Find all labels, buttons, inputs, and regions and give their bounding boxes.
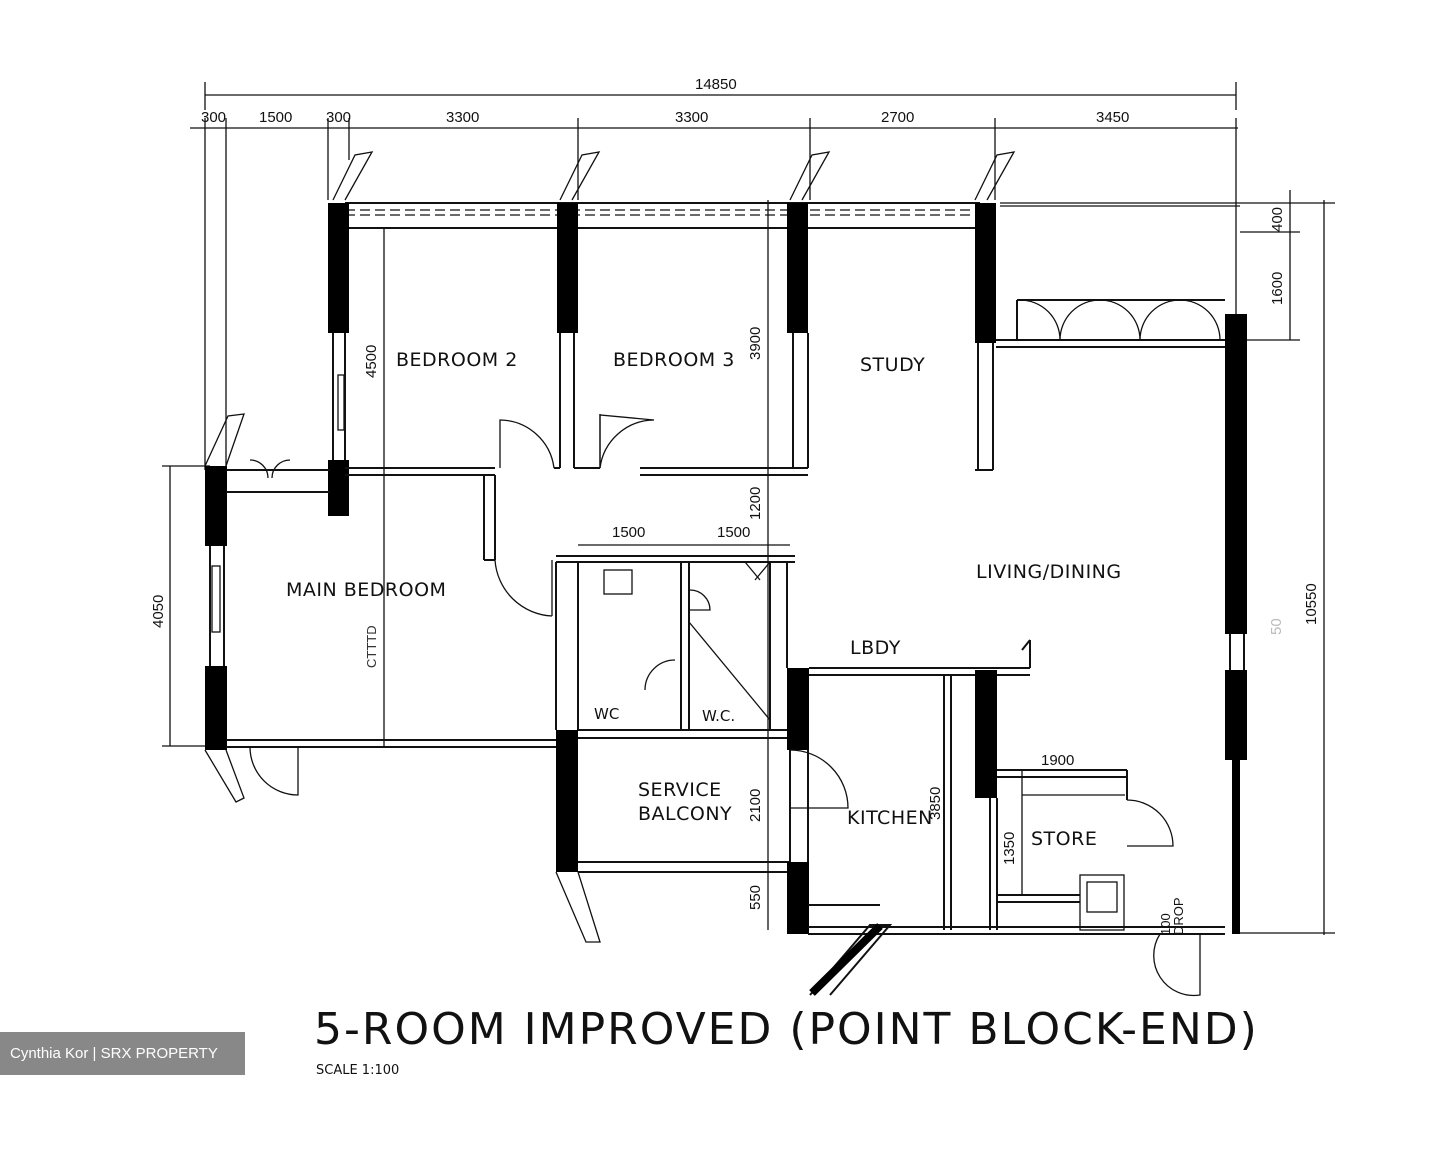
room-service-balcony-line1: SERVICE bbox=[638, 779, 722, 801]
room-lobby: LBDY bbox=[850, 637, 901, 659]
room-service-balcony-line2: BALCONY bbox=[638, 803, 732, 825]
plan-title: 5-ROOM IMPROVED (POINT BLOCK-END) bbox=[314, 1004, 1259, 1055]
right-dimension-lines bbox=[1000, 190, 1335, 935]
doors bbox=[249, 299, 1221, 997]
interior-dimension-lines bbox=[383, 200, 1125, 930]
room-main-bedroom: MAIN BEDROOM bbox=[286, 579, 446, 601]
left-dimension-line bbox=[162, 465, 210, 747]
walls bbox=[204, 203, 1247, 996]
dim-corridor: 1200 bbox=[747, 487, 764, 520]
dim-top-3: 300 bbox=[326, 109, 351, 126]
plan-scale: SCALE 1:100 bbox=[316, 1063, 400, 1078]
dim-top-1: 300 bbox=[201, 109, 226, 126]
top-facade bbox=[332, 151, 1016, 229]
dim-bath-width-2: 1500 bbox=[717, 524, 750, 541]
dim-top-6: 2700 bbox=[881, 109, 914, 126]
room-store: STORE bbox=[1031, 828, 1097, 850]
dim-bedroom3-height: 3900 bbox=[747, 327, 764, 360]
dim-bedroom2-height: 4500 bbox=[363, 345, 380, 378]
main-bedroom-faint-dimension: CTTTD bbox=[364, 625, 379, 668]
room-bedroom-2: BEDROOM 2 bbox=[396, 349, 518, 371]
dim-top-5: 3300 bbox=[675, 109, 708, 126]
dim-right-400: 400 bbox=[1269, 207, 1286, 232]
dim-store-height: 1350 bbox=[1001, 832, 1018, 865]
top-dimension-lines bbox=[190, 82, 1238, 470]
dim-top-4: 3300 bbox=[446, 109, 479, 126]
dim-service-balcony: 2100 bbox=[747, 789, 764, 822]
watermark: Cynthia Kor | SRX PROPERTY bbox=[0, 1032, 245, 1075]
dim-service-balcony-lower: 550 bbox=[747, 885, 764, 910]
room-living-dining: LIVING/DINING bbox=[976, 561, 1122, 583]
room-bath-b: W.C. bbox=[702, 707, 735, 725]
dim-kitchen-height: 3850 bbox=[927, 787, 944, 820]
refuse-chute-label: 100DROP bbox=[1158, 897, 1186, 935]
room-study: STUDY bbox=[860, 354, 925, 376]
dim-left-main: 4050 bbox=[150, 595, 167, 628]
dim-right-1600: 1600 bbox=[1269, 272, 1286, 305]
room-bath-a: WC bbox=[594, 705, 619, 723]
dim-bath-width-1: 1500 bbox=[612, 524, 645, 541]
dim-top-2: 1500 bbox=[259, 109, 292, 126]
room-bedroom-3: BEDROOM 3 bbox=[613, 349, 735, 371]
dim-right-faint: 50 bbox=[1268, 618, 1285, 635]
dim-top-7: 3450 bbox=[1096, 109, 1129, 126]
dim-store-width: 1900 bbox=[1041, 752, 1074, 769]
dim-overall-width: 14850 bbox=[695, 76, 737, 93]
dim-right-total: 10550 bbox=[1303, 583, 1320, 625]
room-kitchen: KITCHEN bbox=[847, 807, 933, 829]
